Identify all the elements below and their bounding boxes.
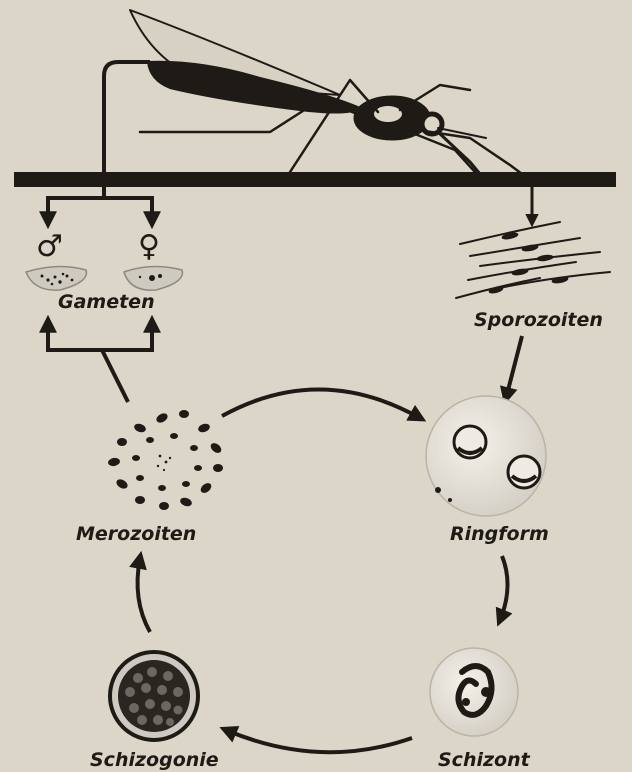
label-schizont: Schizont — [438, 749, 531, 771]
label-schizogonie: Schizogonie — [90, 749, 219, 771]
schizont-to-schizogonie-arrow — [226, 730, 412, 752]
merozoiten-to-ringform-arrow — [222, 389, 420, 418]
schizogonie-to-merozoiten-arrow — [138, 558, 150, 632]
schizont-cell — [430, 648, 518, 736]
female-gamete — [124, 266, 182, 290]
ringform-cell — [426, 396, 546, 516]
label-sporozoiten: Sporozoiten — [474, 309, 603, 331]
merozoiten-to-gameten-arrow — [48, 322, 152, 402]
female-symbol: ♀ — [138, 229, 160, 264]
skin-bar — [14, 172, 616, 187]
mosquito-illustration — [130, 10, 522, 174]
label-ringform: Ringform — [450, 523, 549, 545]
label-gameten: Gameten — [58, 291, 155, 313]
gamete-connector — [48, 62, 152, 222]
sporozoiten-to-ringform-arrow — [506, 336, 522, 398]
schizogonie-cell — [110, 652, 198, 740]
label-merozoiten: Merozoiten — [76, 523, 196, 545]
male-gamete — [26, 266, 86, 290]
male-symbol: ♂ — [36, 229, 63, 264]
merozoiten-illustration — [107, 410, 223, 510]
sporozoiten-illustration — [456, 222, 610, 298]
ringform-to-schizont-arrow — [500, 556, 508, 620]
